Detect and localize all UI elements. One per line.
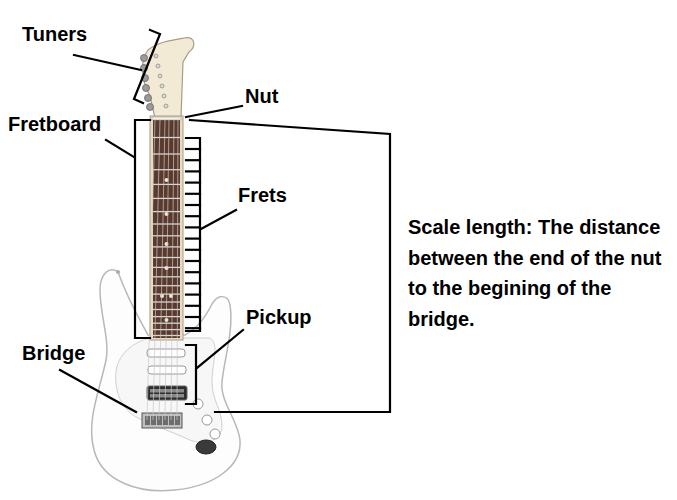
fret-tick	[186, 170, 200, 172]
fret-tick	[186, 159, 200, 161]
strap-button	[116, 270, 120, 274]
part-name: Nut	[245, 84, 278, 108]
part-name: Frets	[238, 183, 287, 207]
tuners-bracket	[134, 30, 160, 103]
fret-tick	[186, 271, 200, 273]
frets-leader	[201, 210, 236, 229]
definition-note: Scale length: The distance between the e…	[408, 212, 670, 334]
part-name: Bridge	[22, 341, 85, 365]
tuners-leader	[74, 55, 141, 70]
fretboard-leader	[106, 140, 134, 157]
pickups	[147, 349, 187, 400]
nut	[152, 117, 181, 120]
fret-ticks	[186, 149, 200, 328]
frets-bracket	[186, 138, 200, 331]
fret-tick	[186, 204, 200, 206]
fret-tick	[186, 249, 200, 251]
fret-tick	[186, 282, 200, 284]
pickup-bracket	[186, 345, 196, 404]
strings	[147, 119, 178, 420]
tuner-posts	[154, 54, 168, 108]
pickup-leader	[197, 330, 243, 368]
fret-tick	[186, 226, 200, 228]
fret-tick	[186, 260, 200, 262]
part-name: Fretboard	[8, 112, 101, 136]
bridge	[142, 413, 182, 428]
fret-tick	[186, 182, 200, 184]
scale-length-bracket	[190, 120, 390, 412]
output-jack	[196, 440, 216, 454]
fret-tick	[186, 148, 200, 150]
fret-tick	[186, 238, 200, 240]
fret-tick	[186, 215, 200, 217]
headstock	[142, 38, 193, 118]
bridge-leader	[60, 370, 136, 412]
fret-tick	[186, 294, 200, 296]
part-name: Pickup	[246, 305, 312, 329]
fretboard-bracket	[135, 120, 150, 338]
nut-leader	[186, 106, 242, 117]
fret-tick	[186, 193, 200, 195]
pickguard	[116, 338, 222, 442]
fret-tick	[186, 305, 200, 307]
fret-tick	[186, 316, 200, 318]
part-name: Tuners	[22, 22, 87, 46]
fret-tick	[186, 327, 200, 329]
